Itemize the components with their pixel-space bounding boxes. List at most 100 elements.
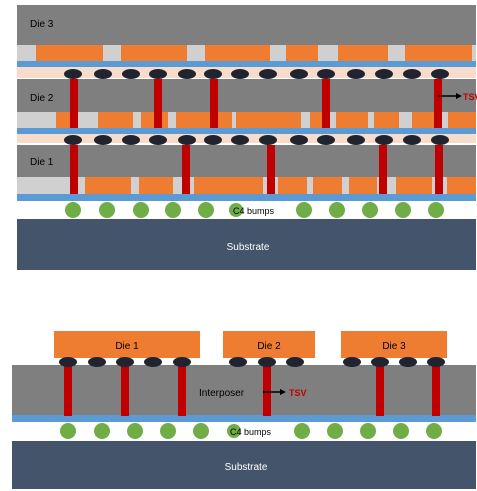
micro-bump xyxy=(399,357,417,367)
substrate-bottom xyxy=(12,441,476,489)
micro-bump xyxy=(317,135,335,145)
micro-bump xyxy=(258,357,276,367)
micro-bump xyxy=(178,69,196,79)
micro-bump xyxy=(343,357,361,367)
micro-bump xyxy=(173,357,191,367)
c4-bump xyxy=(296,202,312,218)
tsv xyxy=(70,145,78,194)
micro-bump xyxy=(431,69,449,79)
micro-bump xyxy=(403,135,421,145)
micro-bump xyxy=(64,135,82,145)
micro-bump xyxy=(286,357,304,367)
c4-bump xyxy=(329,202,345,218)
interposer-die-3-label: Die 3 xyxy=(382,341,406,352)
tsv xyxy=(435,145,443,194)
tsv-label-bottom: TSV xyxy=(289,388,307,398)
tsv xyxy=(182,145,190,194)
c4-bump xyxy=(160,423,176,439)
die-3-label: Die 3 xyxy=(30,19,54,30)
c4-bump xyxy=(395,202,411,218)
micro-bump xyxy=(259,135,277,145)
interposer-die-1 xyxy=(54,331,200,358)
micro-bump xyxy=(403,69,421,79)
c4-bump xyxy=(229,203,243,217)
micro-bump xyxy=(259,69,277,79)
micro-bump xyxy=(427,357,445,367)
tsv xyxy=(267,145,275,194)
tsv xyxy=(210,79,218,128)
tsv xyxy=(379,145,387,194)
substrate-label-bottom: Substrate xyxy=(225,462,268,473)
c4-bumps-label-top: C4 bumps xyxy=(233,206,275,216)
c4-bump xyxy=(428,202,444,218)
c4-bump xyxy=(94,423,110,439)
micro-bump xyxy=(64,69,82,79)
c4-bump xyxy=(393,423,409,439)
interposer-die-2-label: Die 2 xyxy=(257,341,281,352)
micro-bump xyxy=(204,135,222,145)
tsv xyxy=(322,79,330,128)
micro-bump xyxy=(347,69,365,79)
tsv xyxy=(70,79,78,128)
tsvs-die-2 xyxy=(70,79,442,128)
tsv xyxy=(154,79,162,128)
micro-bump xyxy=(290,135,308,145)
micro-bump xyxy=(88,357,106,367)
c4-bump xyxy=(362,202,378,218)
tsv xyxy=(263,365,271,416)
c4-bump xyxy=(227,424,241,438)
c4-bump xyxy=(99,202,115,218)
c4-bumps-top xyxy=(65,202,444,218)
die-1-metal-layer xyxy=(17,177,476,194)
die-2-body xyxy=(17,79,476,112)
tsv xyxy=(432,365,440,416)
interposer-body xyxy=(12,365,476,415)
micro-bump xyxy=(375,69,393,79)
interposer-die-3 xyxy=(341,331,447,358)
micro-bump xyxy=(59,357,77,367)
die-2-label: Die 2 xyxy=(30,93,54,104)
die-1-blue-layer xyxy=(17,194,476,201)
tsv xyxy=(178,365,186,416)
c4-bump xyxy=(360,423,376,439)
micro-bump xyxy=(122,135,140,145)
die-3-body xyxy=(17,5,476,45)
c4-bump xyxy=(198,202,214,218)
micro-bump xyxy=(347,135,365,145)
micro-bump xyxy=(375,135,393,145)
micro-bump xyxy=(431,135,449,145)
micro-bumps-row-2 xyxy=(64,135,449,145)
c4-bump xyxy=(133,202,149,218)
micro-bump xyxy=(144,357,162,367)
micro-bump xyxy=(122,69,140,79)
c4-bump xyxy=(165,202,181,218)
tsv-annotation-top: TSV xyxy=(438,92,477,102)
c4-bump xyxy=(426,423,442,439)
tsvs-interposer xyxy=(64,365,440,416)
tsv xyxy=(64,365,72,416)
c4-bump xyxy=(327,423,343,439)
tsv xyxy=(376,365,384,416)
c4-bumps-label-bottom: C4 bumps xyxy=(230,427,272,437)
interposer-die-1-label: Die 1 xyxy=(115,341,139,352)
die-2-blue-layer xyxy=(17,128,476,134)
micro-bump xyxy=(371,357,389,367)
micro-bump xyxy=(178,135,196,145)
tsv-annotation-bottom: TSV xyxy=(263,388,307,398)
c4-bump xyxy=(60,423,76,439)
interposer-diagram: Die 1 Die 2 Die 3 xyxy=(12,331,476,489)
die-2-metal-layer xyxy=(17,112,476,128)
tsv-label-top: TSV xyxy=(463,92,477,102)
micro-bump xyxy=(94,135,112,145)
substrate-label-top: Substrate xyxy=(227,242,270,253)
micro-bumps-row-1 xyxy=(64,69,449,79)
c4-bump xyxy=(127,423,143,439)
micro-bump xyxy=(204,69,222,79)
micro-bump xyxy=(94,69,112,79)
die-3-blue-layer xyxy=(17,61,476,67)
tsvs-die-1 xyxy=(70,145,443,194)
micro-bump xyxy=(149,135,167,145)
micro-bump xyxy=(290,69,308,79)
die-3-metal-layer xyxy=(17,45,476,61)
c4-bump xyxy=(65,202,81,218)
